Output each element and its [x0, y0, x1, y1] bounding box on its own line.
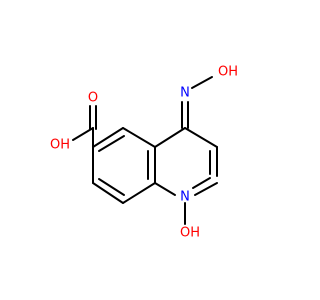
bond-cacid-oh: [72, 127, 94, 141]
bonds: [72, 76, 218, 225]
ring-n-label: N: [180, 190, 190, 205]
molecule-diagram: OH O N OH N OH: [50, 65, 238, 241]
acid-oh-label: OH: [50, 138, 70, 153]
oxime-oh-label: OH: [218, 65, 238, 80]
bond-c5-c6: [92, 127, 124, 148]
bond-c4-c3: [184, 127, 218, 148]
bond-n1-c2-inner: [192, 177, 211, 189]
bond-c4a-c5: [122, 127, 156, 148]
n-oh-label: OH: [180, 226, 200, 241]
oxime-n-label: N: [180, 86, 190, 101]
bond-c5-c6-inner: [98, 135, 125, 152]
bond-n-oh-oxime: [191, 76, 213, 89]
bond-c4a-c4: [154, 127, 186, 148]
bond-c7-c8-inner: [98, 178, 125, 196]
bond-n1-c2: [194, 182, 218, 196]
acid-o-label: O: [88, 91, 98, 106]
bond-c8a-n1: [154, 182, 176, 196]
bond-c8-c8a: [122, 182, 156, 204]
bond-c7-c8: [92, 182, 124, 204]
